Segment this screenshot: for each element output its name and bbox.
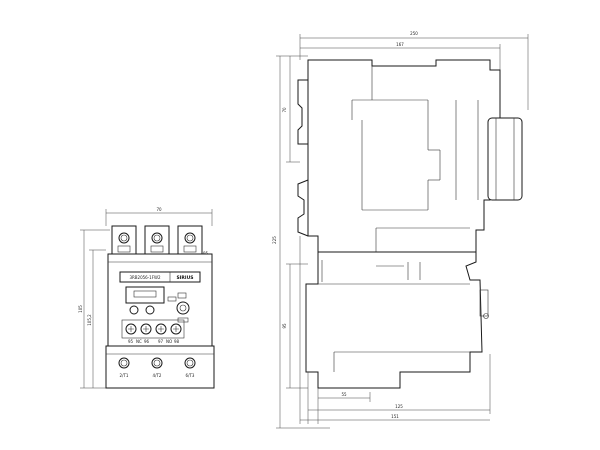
dial-label-3: 96 — [144, 339, 150, 344]
terminal-label-2: 4/T2 — [153, 373, 162, 378]
dial-label-5: NO — [166, 339, 172, 344]
bottom-terminal-1 — [118, 357, 130, 369]
terminal-label-1: 2/T1 — [120, 373, 129, 378]
dial-label-2: NC — [136, 339, 142, 344]
relay-body — [305, 251, 483, 389]
rail-clip-lower — [297, 179, 309, 237]
setting-button-1 — [129, 305, 139, 315]
label-plate — [119, 271, 201, 283]
bottom-terminal-3 — [184, 357, 196, 369]
device-type: SIRIUS — [177, 275, 194, 281]
side-upper-height-dim-text: 70 — [282, 107, 287, 113]
dial-label-1: 95 — [128, 339, 134, 344]
display-window — [125, 286, 165, 304]
top-terminal-1 — [111, 225, 137, 255]
relay-side-button — [479, 289, 489, 317]
top-terminal-2 — [144, 225, 170, 255]
front-height-dim-text: 105 — [78, 305, 83, 313]
adjustment-dial — [176, 301, 190, 315]
side-total-height-dim-text: 225 — [272, 236, 277, 244]
side-lower-height-dim-text: 95 — [282, 323, 287, 329]
dial-label-4: 97 — [158, 339, 164, 344]
bottom-terminal-2 — [151, 357, 163, 369]
side-view: 250 167 225 70 95 — [272, 31, 529, 429]
dial-label-6: 98 — [174, 339, 180, 344]
side-knob — [487, 117, 523, 201]
front-width-dim-text: 70 — [156, 207, 162, 212]
indicator-led — [177, 292, 187, 299]
terminal-label-3: 6/T3 — [186, 373, 195, 378]
contactor-body — [307, 59, 501, 253]
side-overall-dim-text: 250 — [410, 31, 418, 36]
setting-button-2 — [145, 305, 155, 315]
device-label: 3RB2056-1FW2 — [129, 275, 160, 280]
front-view: 70 105 105,2 95 — [78, 207, 215, 389]
base-dim1-text: 55 — [341, 392, 347, 397]
top-terminal-3 — [177, 225, 203, 255]
front-inner-height-dim-text: 105,2 — [87, 314, 92, 326]
rail-clip-upper — [297, 79, 308, 145]
base-dim3-text: 151 — [391, 414, 399, 419]
base-dim2-text: 125 — [395, 404, 403, 409]
aux-contacts — [121, 319, 185, 339]
side-width2-dim-text: 167 — [396, 42, 404, 47]
